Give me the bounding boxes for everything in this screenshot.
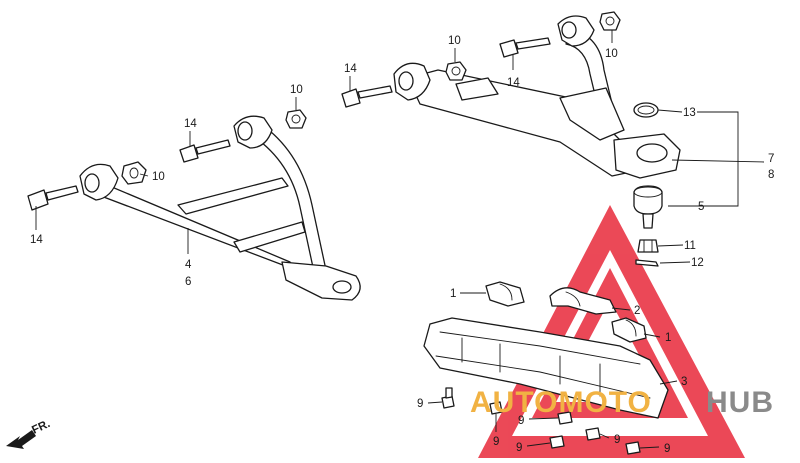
left-arm-boss-hole: [332, 280, 352, 294]
callout-7-l7: 7: [768, 153, 774, 165]
bolt-14-left-rear: [27, 185, 79, 211]
bolt-9-f: [625, 441, 641, 455]
callout-13-l13: 13: [683, 107, 696, 119]
right-arm-front-bushing-hole: [561, 21, 577, 39]
callout-9-l9b: 9: [493, 436, 499, 448]
callout-10-l10d: 10: [605, 48, 618, 60]
callout-8-l8: 8: [768, 169, 774, 181]
right-arm-bracket: [455, 77, 499, 101]
nut-10-left-rear: [121, 161, 147, 185]
callout-5-l5: 5: [698, 201, 704, 213]
callout-9-l9e: 9: [614, 434, 620, 446]
clamp-2: [549, 287, 617, 315]
callout-10-l10a: 10: [290, 84, 303, 96]
watermark-outer-triangle: [478, 205, 745, 458]
watermark-text: AUTOMOTO HUB: [470, 386, 774, 419]
left-arm-brace-2: [233, 221, 306, 253]
clamp-1-lower: [611, 317, 647, 343]
callout-10-l10b: 10: [152, 171, 165, 183]
callout-6-l46b: 6: [185, 276, 191, 288]
clamp-1-upper: [485, 281, 525, 307]
bolt-9-d: [549, 435, 565, 449]
bolt-9-e: [585, 427, 601, 441]
castle-nut-11: [637, 239, 659, 253]
front-direction-arrow: FR.: [6, 418, 52, 449]
callout-9-l9d: 9: [516, 442, 522, 454]
bolt-14-left-front: [179, 139, 231, 163]
left-lower-arm: [27, 109, 361, 301]
callout-14-l14c: 14: [344, 63, 357, 75]
right-upper-arm: [341, 11, 681, 179]
callout-14-l14d: 14: [507, 77, 520, 89]
callout-9-l9a: 9: [417, 398, 423, 410]
ball-joint-5: [633, 185, 663, 229]
callout-9-l9f: 9: [664, 443, 670, 455]
bolt-14-right-rear: [341, 85, 393, 108]
bolt-9-a: [441, 387, 455, 409]
callout-12-l12: 12: [691, 257, 704, 269]
callout-14-l14a: 14: [30, 234, 43, 246]
bolt-14-right-front: [499, 37, 551, 58]
skid-plate-3: [423, 317, 669, 419]
watermark-triangles: [478, 205, 745, 458]
right-arm-rear-bushing-hole: [398, 71, 414, 91]
bolt-9-c: [557, 411, 573, 425]
left-arm-rear-bushing-hole: [84, 173, 100, 193]
left-arm-front-bushing-hole: [237, 121, 253, 141]
callout-1-l1a: 1: [450, 288, 456, 300]
left-arm-rear-tube: [99, 181, 297, 271]
callout-10-l10c: 10: [448, 35, 461, 47]
front-direction-label: FR.: [30, 418, 52, 437]
front-arrow-icon: [6, 430, 36, 449]
callout-1-l1b: 1: [665, 332, 671, 344]
right-arm-gusset: [559, 87, 625, 141]
nut-10-right-front: [599, 11, 621, 31]
watermark-text-primary: AUTOMOTO: [470, 386, 652, 419]
nut-10-left-front: [285, 109, 307, 129]
callout-9-l9c: 9: [518, 415, 524, 427]
callout-11-l11: 11: [684, 240, 696, 252]
callout-3-l3: 3: [681, 376, 687, 388]
skid-plate-body: [423, 317, 669, 419]
bolt-9-b: [489, 401, 503, 415]
watermark-text-secondary: HUB: [706, 386, 774, 419]
cotter-pin-12: [635, 259, 659, 267]
right-arm-housing-hole: [636, 143, 668, 163]
bolts-9: [441, 387, 641, 455]
left-arm-brace: [177, 177, 289, 215]
callout-14-l14b: 14: [184, 118, 197, 130]
left-arm-boss: [281, 261, 361, 301]
callout-2-l2: 2: [634, 305, 640, 317]
callout-4-l46a: 4: [185, 259, 192, 271]
leader-lines: [35, 30, 765, 449]
watermark-inner-triangle: [532, 268, 688, 418]
nut-10-right-rear: [445, 61, 467, 81]
